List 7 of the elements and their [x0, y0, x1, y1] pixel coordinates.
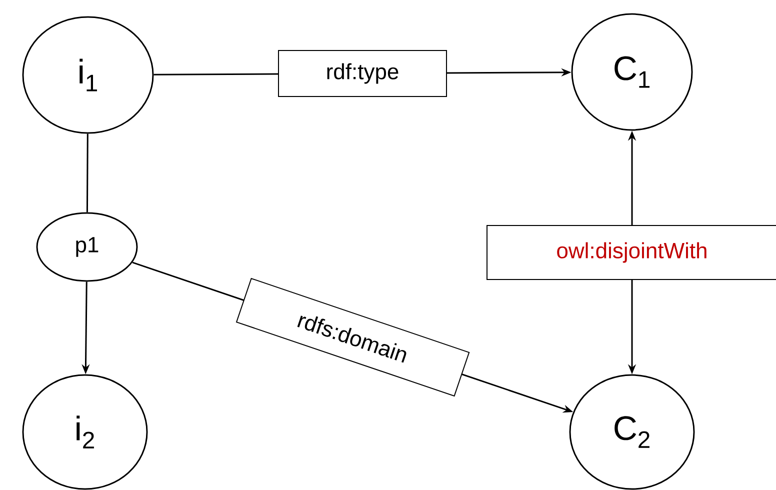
ellipse-node: C$_{1}$ [571, 13, 693, 131]
edge-label: rdf:type [278, 50, 447, 97]
ellipse-node: p1 [36, 212, 138, 282]
ellipse-node: C$_{2}$ [569, 374, 695, 490]
ellipse-node: i$_{2}$ [22, 374, 148, 490]
edge-label: owl:disjointWith [486, 225, 776, 280]
ellipse-node: i$_{1}$ [22, 16, 154, 134]
